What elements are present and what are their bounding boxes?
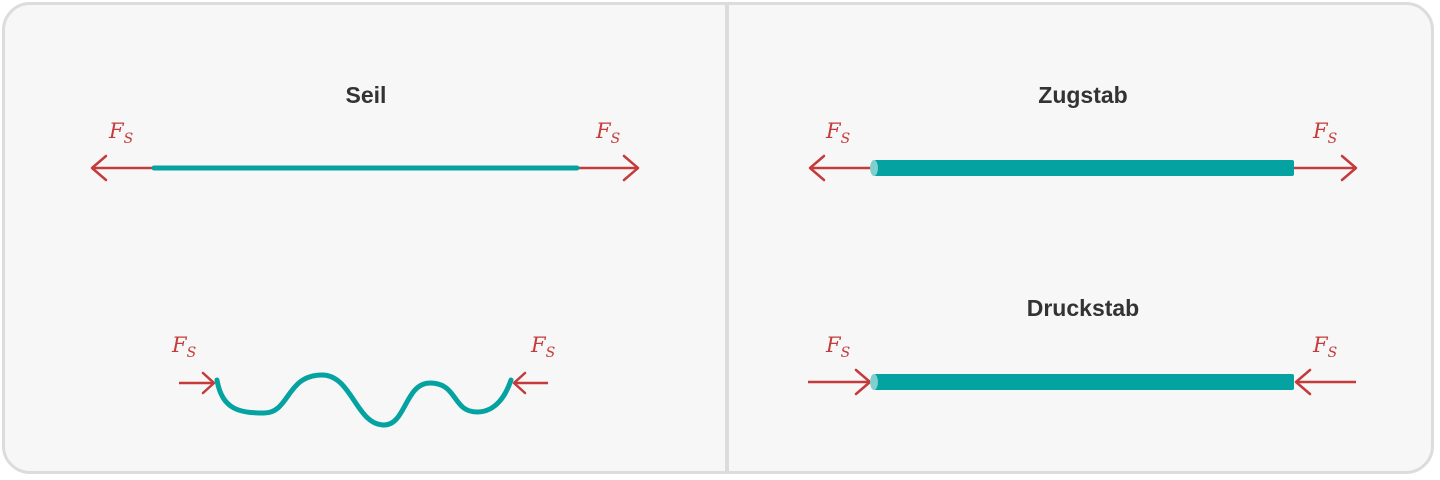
force-label-seil-top-right: FS <box>595 119 620 147</box>
title-zugstab: Zugstab <box>1038 82 1127 108</box>
title-druckstab: Druckstab <box>1027 295 1139 321</box>
arrowhead-right <box>1294 368 1312 396</box>
bar-compression <box>808 368 1356 396</box>
force-label-seil-bottom-right: FS <box>530 333 555 361</box>
bar-body <box>874 160 1294 176</box>
arrowhead-left <box>90 154 108 182</box>
arrowhead-right <box>512 371 527 395</box>
arrowhead-left <box>201 371 216 395</box>
bar-body <box>874 374 1294 390</box>
force-label-druckstab-right: FS <box>1312 333 1337 361</box>
rope-slack <box>214 372 514 428</box>
title-seil: Seil <box>346 82 387 108</box>
force-label-zugstab-left: FS <box>825 119 850 147</box>
force-label-seil-bottom-left: FS <box>171 333 196 361</box>
bar-end-cap <box>870 160 878 176</box>
rope-tension <box>90 154 640 182</box>
arrowhead-left <box>808 154 826 182</box>
force-label-druckstab-left: FS <box>825 333 850 361</box>
force-label-seil-top-left: FS <box>108 119 133 147</box>
arrowhead-right <box>1340 154 1358 182</box>
bar-tension <box>808 154 1358 182</box>
panel-divider <box>725 5 729 471</box>
bar-end-cap <box>870 374 878 390</box>
rope-compression <box>179 371 548 428</box>
diagram-frame <box>2 2 1434 474</box>
force-label-zugstab-right: FS <box>1312 119 1337 147</box>
arrowhead-right <box>622 154 640 182</box>
